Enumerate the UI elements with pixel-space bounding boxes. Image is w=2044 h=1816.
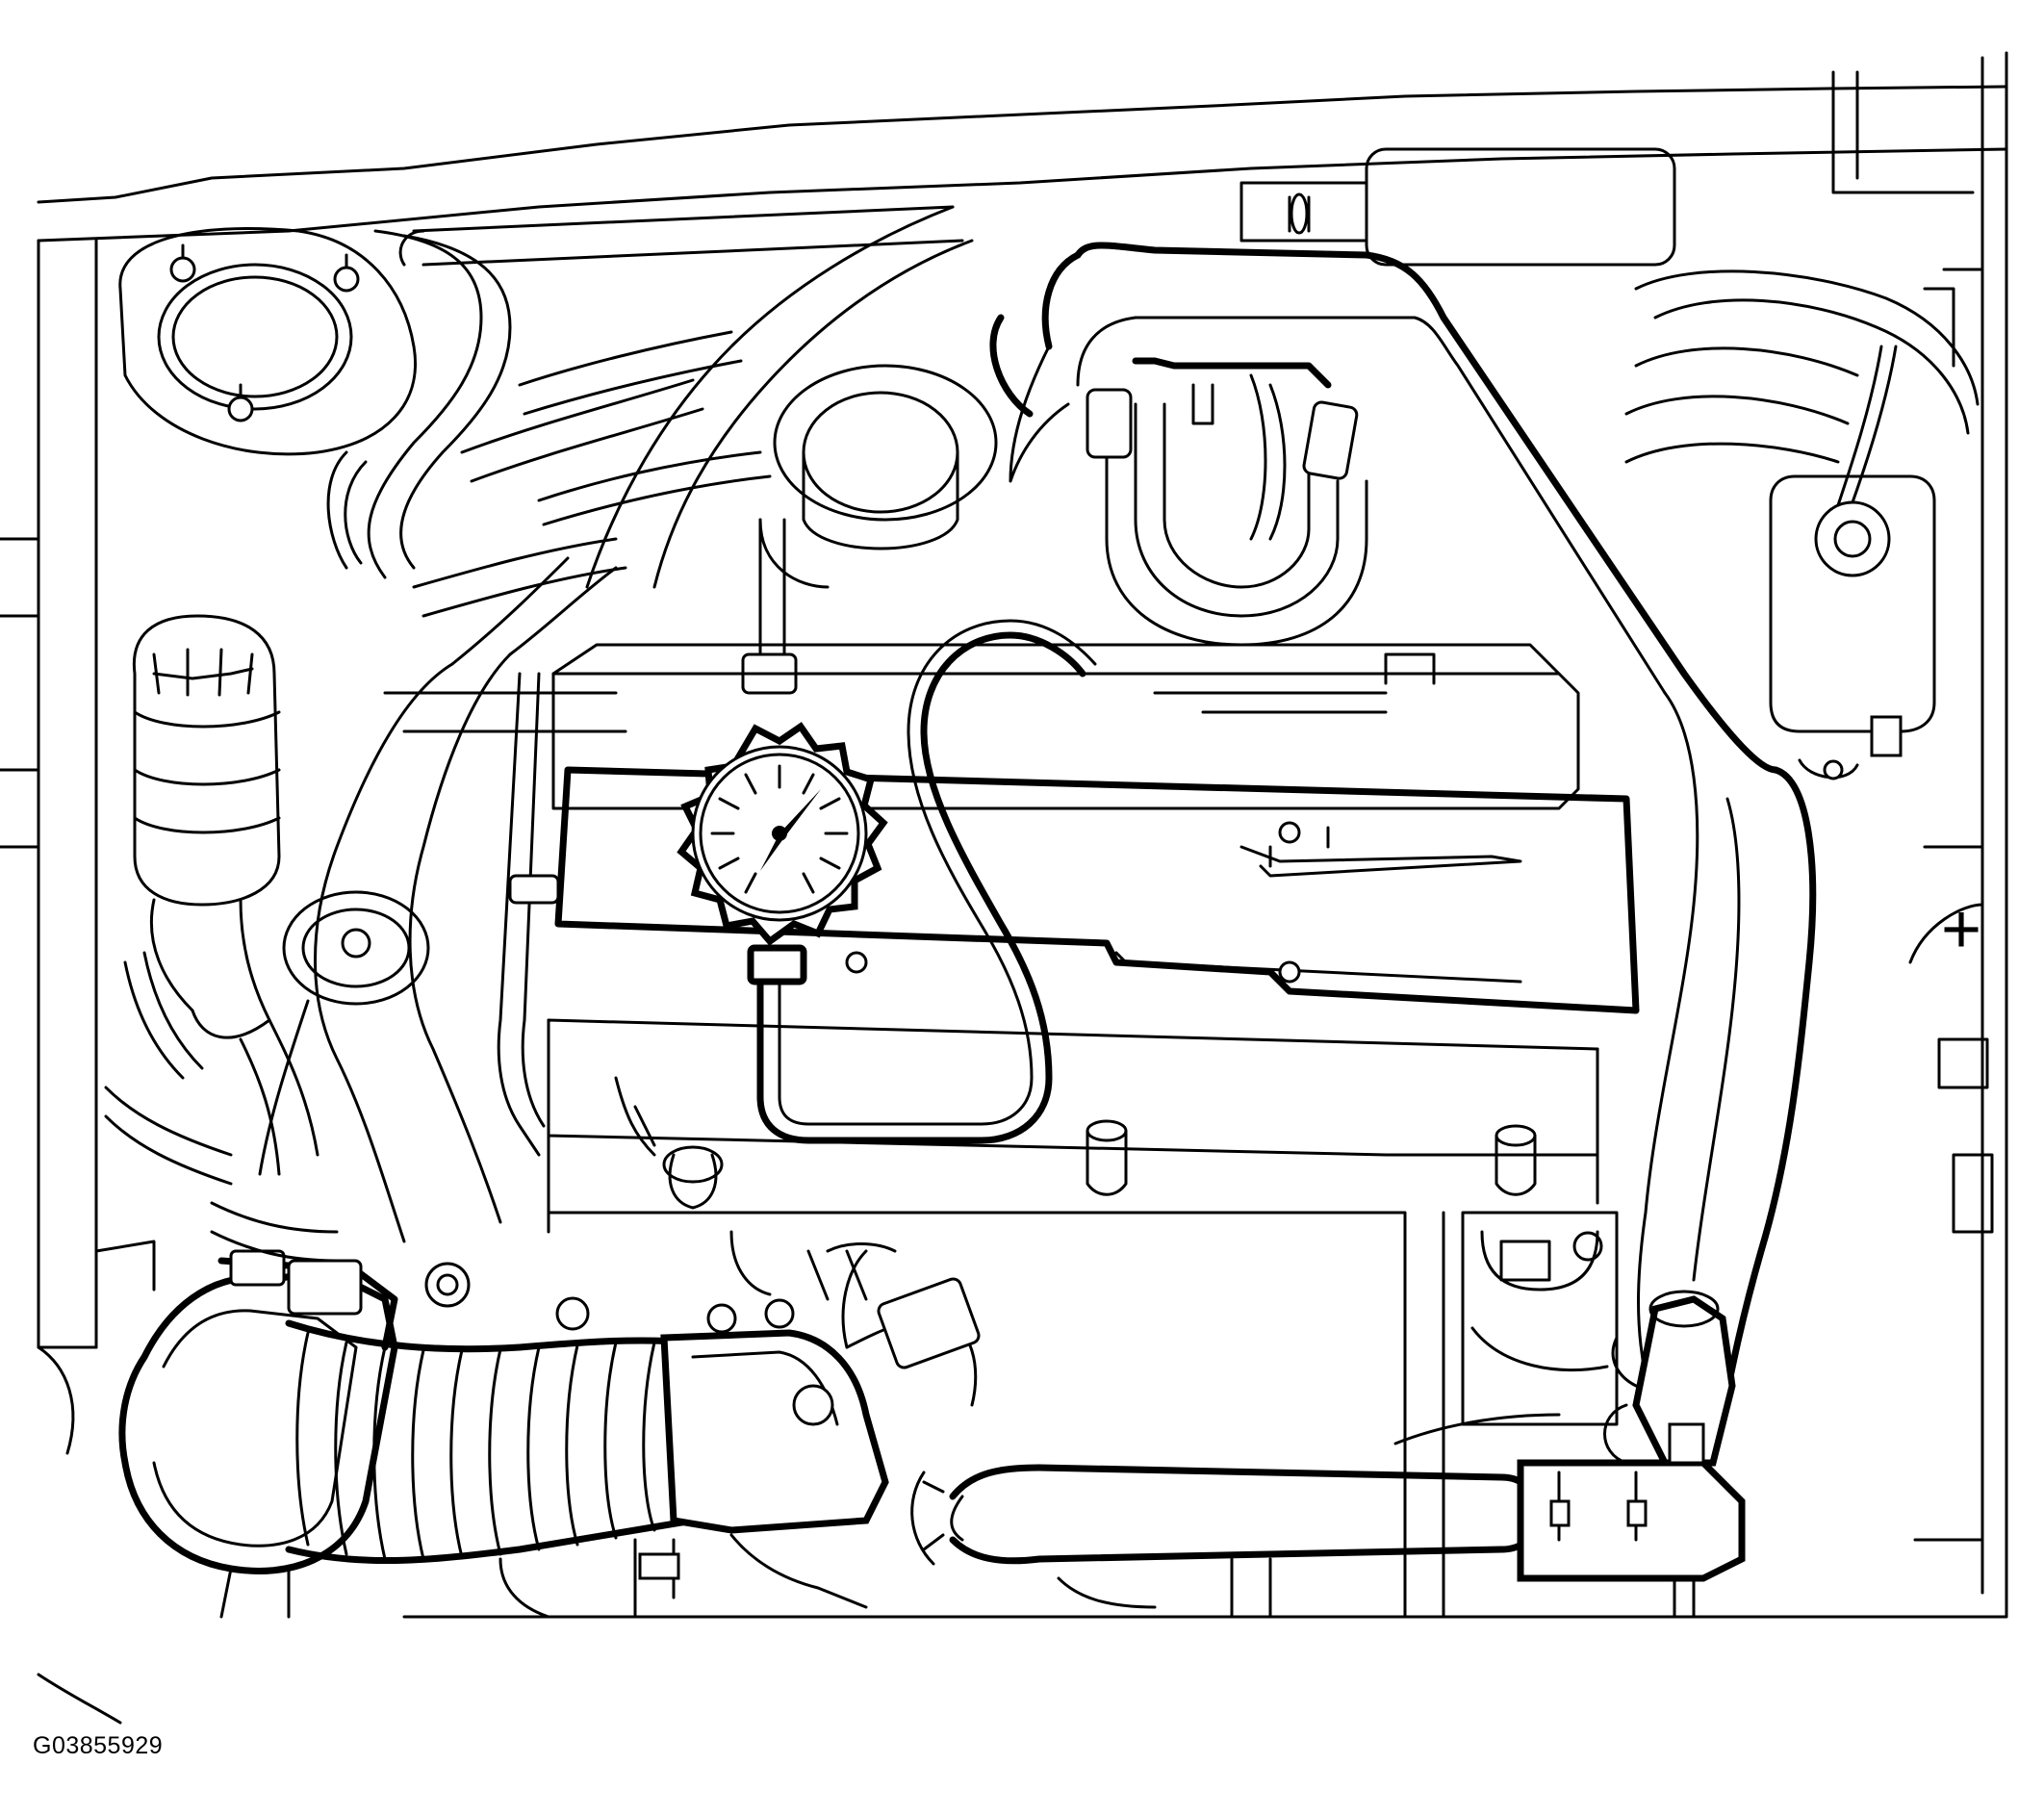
lower-bay-clutter	[219, 1533, 1272, 1619]
compression-gauge	[677, 619, 1097, 1144]
gauge-ticks	[710, 764, 849, 894]
intake-plenum	[585, 205, 974, 589]
reservoir-left	[132, 614, 281, 1039]
bellows-ribs	[295, 1331, 656, 1561]
oil-filler-left	[258, 890, 430, 1176]
battery: +	[1908, 845, 1994, 1542]
intercooler-pipe	[989, 242, 1779, 774]
battery-plus-symbol: +	[1941, 891, 1981, 968]
intake-bellows-hose	[118, 1242, 981, 1574]
brake-reservoir-right	[1769, 345, 1936, 780]
upper-right-components	[1239, 147, 1984, 464]
figure-caption-id: G03855929	[33, 1732, 164, 1759]
intake-duct-left	[314, 556, 627, 1243]
right-hose-down	[1637, 691, 1817, 1419]
strut-tower-left	[118, 227, 417, 456]
sensor-hoses-top	[1086, 357, 1368, 647]
cam-cover	[497, 643, 1640, 1234]
gauge-fitting	[747, 944, 807, 985]
misc-hoses-left	[94, 951, 339, 1292]
lower-hose-right	[910, 1290, 1746, 1619]
hoses-upper-left	[326, 205, 964, 618]
